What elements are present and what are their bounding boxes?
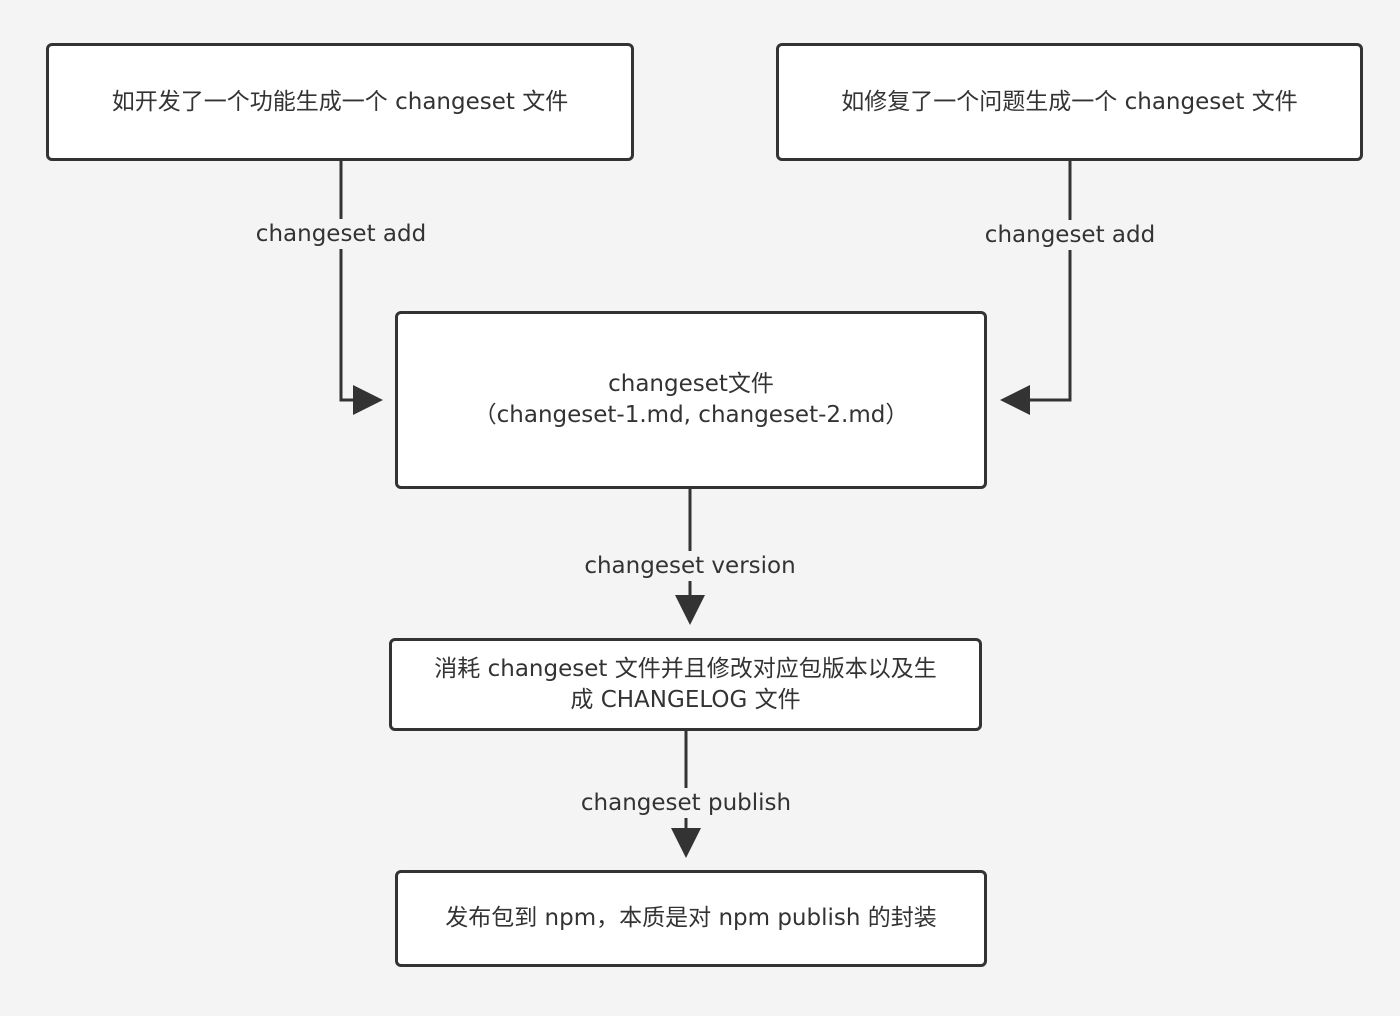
edge-label-add-right: changeset add: [980, 220, 1160, 250]
edge-label-publish: changeset publish: [576, 788, 796, 818]
changeset-files-label: changeset文件 （changeset-1.md, changeset-2…: [473, 371, 909, 428]
feature-changeset-label: 如开发了一个功能生成一个 changeset 文件: [111, 88, 569, 115]
fix-changeset-node: 如修复了一个问题生成一个 changeset 文件: [776, 43, 1363, 161]
edge-feature-to-changeset-files: [339, 161, 383, 415]
publish-npm-label: 发布包到 npm，本质是对 npm publish 的封装: [445, 905, 937, 931]
consume-changeset-node: 消耗 changeset 文件并且修改对应包版本以及生 成 CHANGELOG …: [389, 638, 982, 731]
feature-changeset-node: 如开发了一个功能生成一个 changeset 文件: [46, 43, 634, 161]
edge-label-version: changeset version: [580, 551, 800, 581]
consume-changeset-label: 消耗 changeset 文件并且修改对应包版本以及生 成 CHANGELOG …: [434, 655, 937, 713]
edge-fix-to-changeset-files: [1000, 161, 1072, 415]
changeset-files-node: changeset文件 （changeset-1.md, changeset-2…: [395, 311, 987, 489]
edge-label-add-left: changeset add: [251, 219, 431, 249]
fix-changeset-label: 如修复了一个问题生成一个 changeset 文件: [841, 88, 1298, 115]
publish-npm-node: 发布包到 npm，本质是对 npm publish 的封装: [395, 870, 987, 967]
